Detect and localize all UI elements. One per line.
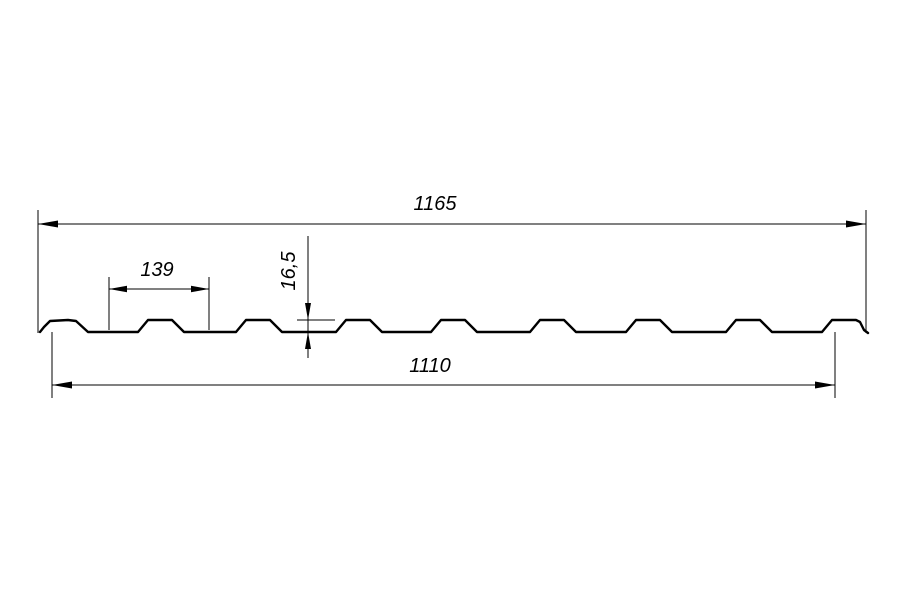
effective-width-left-arrow bbox=[52, 381, 72, 389]
pitch-label: 139 bbox=[140, 259, 173, 281]
effective-width-right-arrow bbox=[815, 381, 835, 389]
height-bottom-arrow bbox=[305, 332, 311, 349]
effective-width-dimension: 1110 bbox=[51, 332, 836, 398]
overall-width-dimension: 1165 bbox=[37, 193, 867, 333]
overall-width-label: 1165 bbox=[413, 193, 457, 215]
effective-width-label: 1110 bbox=[409, 355, 451, 377]
overall-width-right-arrow bbox=[846, 220, 866, 228]
pitch-dimension: 139 bbox=[108, 259, 210, 330]
height-label: 16,5 bbox=[278, 251, 300, 291]
height-dimension: 16,5 bbox=[278, 236, 335, 358]
pitch-right-arrow bbox=[191, 285, 209, 293]
sheet-profile-outline bbox=[38, 318, 870, 335]
pitch-left-arrow bbox=[109, 285, 127, 293]
overall-width-left-arrow bbox=[38, 220, 58, 228]
height-top-arrow bbox=[305, 303, 311, 320]
